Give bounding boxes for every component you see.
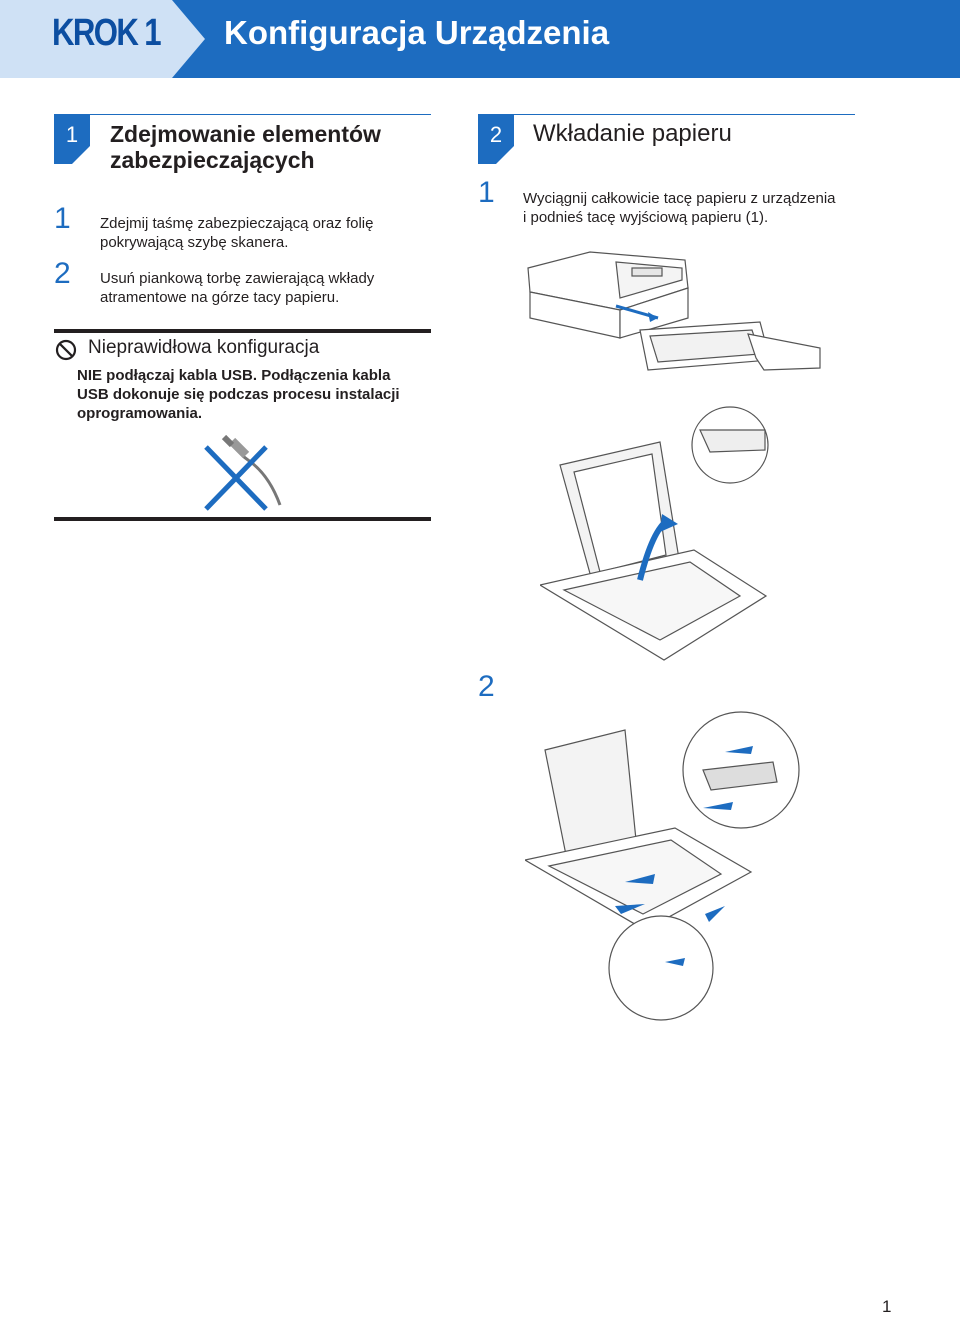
section2-number: 2 bbox=[489, 122, 503, 147]
warning-line1: NIE podłączaj kabla USB. Podłączenia kab… bbox=[77, 367, 391, 384]
section1-step1-number: 1 bbox=[54, 202, 71, 235]
section1-step1-line1: Zdejmij taśmę zabezpieczającą oraz folię bbox=[100, 215, 374, 232]
section2-step1-line2: i podnieś tacę wyjściową papieru (1). bbox=[523, 209, 769, 226]
section1-title-line2: zabezpieczających bbox=[110, 147, 315, 173]
page-number: 1 bbox=[882, 1297, 892, 1316]
krok-badge bbox=[0, 0, 205, 78]
output-tray-lift-illustration bbox=[540, 406, 769, 661]
section1-step2-line1: Usuń piankową torbę zawierającą wkłady bbox=[100, 270, 375, 287]
prohibited-icon bbox=[55, 339, 77, 361]
warning-top-rule bbox=[54, 329, 431, 333]
section1-step2-line2: atramentowe na górze tacy papieru. bbox=[100, 289, 340, 306]
usb-cable-crossed-icon bbox=[204, 435, 282, 511]
section2-rule bbox=[478, 114, 855, 115]
printer-tray-pull-illustration bbox=[527, 251, 821, 371]
section2-step2-number: 2 bbox=[478, 670, 495, 703]
warning-line2: USB dokonuje się podczas procesu instala… bbox=[77, 386, 400, 403]
paper-guide-adjust-illustration bbox=[525, 711, 800, 1021]
section1-step1-line2: pokrywającą szybę skanera. bbox=[100, 234, 289, 251]
section1-title-line1: Zdejmowanie elementów bbox=[110, 121, 381, 147]
section1-step2-number: 2 bbox=[54, 257, 71, 290]
page-title: Konfiguracja Urządzenia bbox=[224, 14, 610, 51]
section2-title: Wkładanie papieru bbox=[533, 120, 732, 147]
warning-line3: oprogramowania. bbox=[77, 405, 203, 422]
warning-body: NIE podłączaj kabla USB. Podłączenia kab… bbox=[77, 366, 429, 423]
section1-number: 1 bbox=[65, 122, 79, 147]
warning-bottom-rule bbox=[54, 517, 431, 521]
section2-step1-line1: Wyciągnij całkowicie tacę papieru z urzą… bbox=[523, 190, 836, 207]
step-label: KROK 1 bbox=[52, 12, 162, 54]
section1-number-badge bbox=[54, 114, 90, 164]
section2-step1-number: 1 bbox=[478, 176, 495, 209]
warning-title: Nieprawidłowa konfiguracja bbox=[88, 337, 320, 358]
section2-number-badge bbox=[478, 114, 514, 164]
section1-rule bbox=[54, 114, 431, 115]
